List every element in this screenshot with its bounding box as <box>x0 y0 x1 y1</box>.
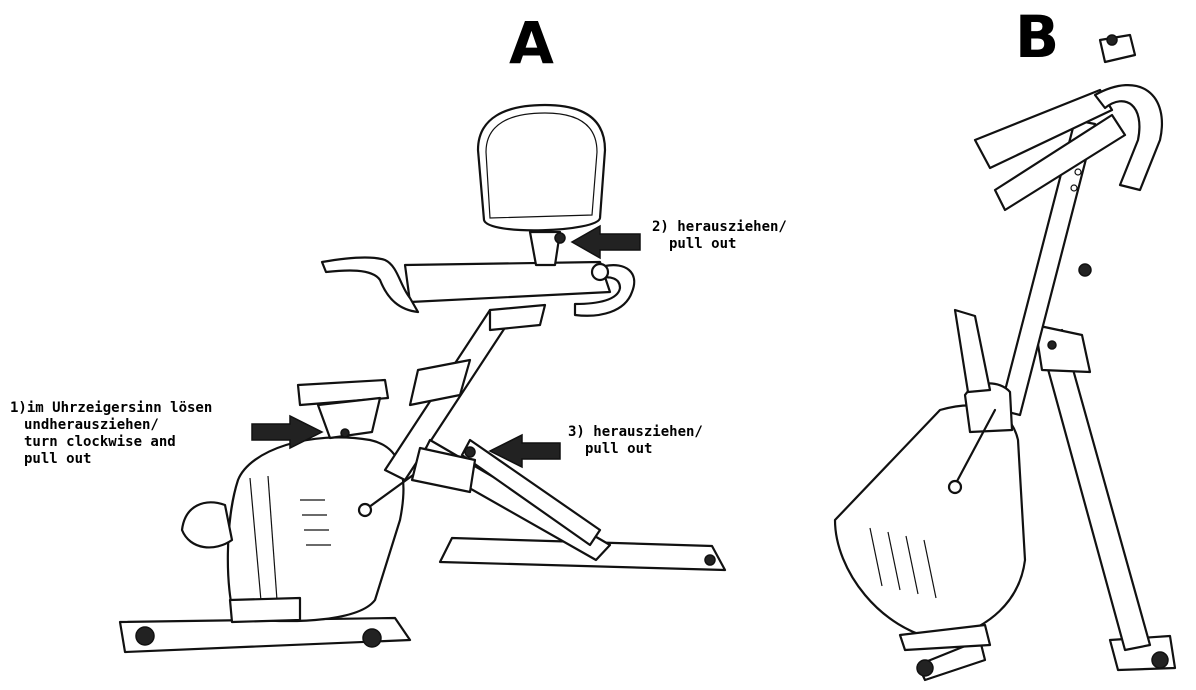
pedal-left <box>180 501 234 549</box>
console-stem <box>316 396 382 440</box>
exercise-bike-icon <box>118 103 727 654</box>
callout-step3-line2: pull out <box>585 441 653 457</box>
backrest-knob <box>554 232 566 244</box>
console-knob <box>340 428 350 438</box>
rear-wheel-right <box>362 628 382 648</box>
flywheel-housing <box>226 436 405 623</box>
seat-bracket <box>488 303 547 332</box>
callout-step1-line2: undherausziehen/ <box>24 417 159 433</box>
mast-knob <box>1078 263 1092 277</box>
front-leveler <box>704 554 716 566</box>
handlebar <box>320 256 420 314</box>
arrow-step1 <box>251 414 324 450</box>
housing-foot <box>228 596 302 624</box>
pedal-right <box>410 446 477 494</box>
callout-step1-line4: pull out <box>24 451 92 467</box>
folded-pedal <box>953 308 992 394</box>
backrest-post <box>528 230 562 267</box>
arrow-step2 <box>570 224 641 260</box>
backrest <box>476 103 607 232</box>
frame-joint <box>408 358 472 407</box>
callout-step1-line1: 1)im Uhrzeigersinn lösen <box>10 400 213 416</box>
panel-label-a: A <box>509 9 554 77</box>
callout-step3-line1: 3) herausziehen/ <box>568 424 703 440</box>
callout-step3: 3) herausziehen/ pull out <box>568 424 703 458</box>
seat-cushion <box>403 260 612 304</box>
arrow-right-icon <box>251 224 641 469</box>
folded-rear-leg <box>1038 328 1152 652</box>
folded-handlebar <box>1093 84 1163 192</box>
callout-step2-line2: pull out <box>669 236 737 252</box>
front-base-rail <box>438 536 727 572</box>
callout-step2-line1: 2) herausziehen/ <box>652 219 787 235</box>
folded-bike-icon <box>833 33 1177 682</box>
folded-flywheel-housing <box>833 404 1027 642</box>
crank-arm <box>363 468 422 512</box>
folded-mast <box>998 118 1097 417</box>
callout-step2: 2) herausziehen/ pull out <box>652 219 787 253</box>
arrow-step3 <box>488 433 561 469</box>
panel-label-b: B <box>1015 3 1060 71</box>
rear-wheel-left <box>135 626 155 646</box>
callout-step1-line3: turn clockwise and <box>24 434 176 450</box>
callout-step1: 1)im Uhrzeigersinn lösen undherausziehen… <box>10 400 212 468</box>
folded-seat <box>973 88 1114 170</box>
